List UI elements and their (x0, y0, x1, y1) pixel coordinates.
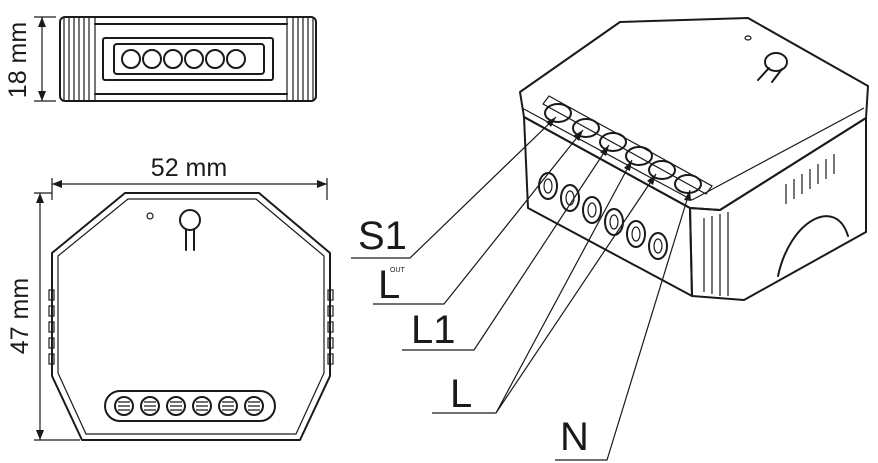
label-l-out: L (378, 263, 400, 307)
label-l1: L1 (411, 308, 456, 352)
terminal-holes-top (542, 95, 713, 195)
isometric-view (519, 17, 869, 301)
width-dimension: 52 mm (51, 154, 328, 200)
depth-dimension-label: 47 mm (6, 278, 34, 354)
depth-dimension: 47 mm (6, 192, 80, 441)
top-view (48, 192, 334, 441)
width-dimension-label: 52 mm (151, 154, 227, 182)
label-l: L (450, 372, 472, 416)
wire-entries (538, 172, 668, 260)
height-dimension-label: 18 mm (4, 22, 32, 98)
label-s1: S1 (358, 214, 407, 258)
terminal-labels: S1 L OUT L1 L N (351, 116, 691, 461)
button-icon-iso (744, 35, 788, 83)
height-dimension: 18 mm (4, 16, 56, 102)
label-n: N (560, 415, 589, 459)
label-l-out-subscript: OUT (390, 267, 406, 274)
side-view (59, 16, 317, 102)
terminal-screws-top (114, 396, 264, 416)
button-icon (146, 209, 201, 251)
